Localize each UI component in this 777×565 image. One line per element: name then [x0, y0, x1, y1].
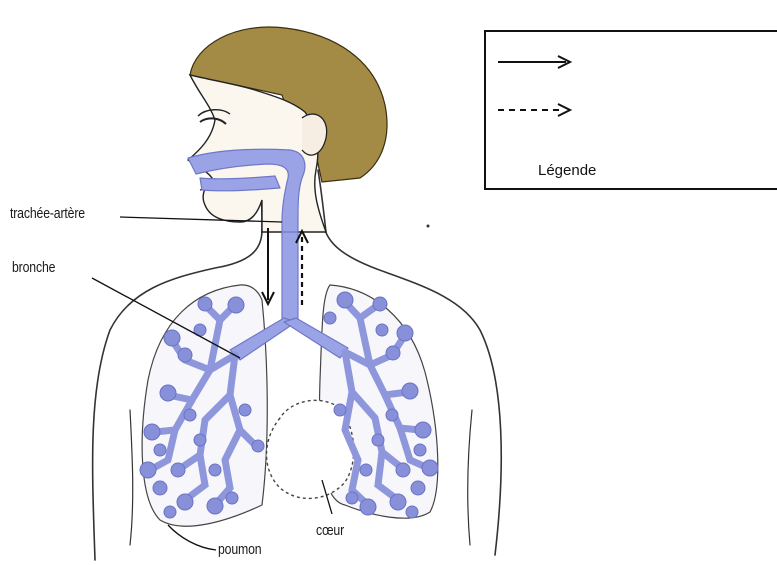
stray-dot: [427, 225, 430, 228]
legend-title: Légende: [538, 162, 596, 179]
legend-box: Légende: [484, 30, 777, 190]
label-lung: poumon: [218, 541, 261, 558]
legend-dashed-arrow: [498, 104, 570, 116]
label-trachea: trachée-artère: [10, 205, 85, 222]
label-heart: cœur: [316, 522, 344, 539]
trachea: [282, 232, 298, 320]
legend-solid-arrow: [498, 56, 570, 68]
legend-symbols: [486, 32, 777, 192]
label-bronchus: bronche: [12, 259, 55, 276]
